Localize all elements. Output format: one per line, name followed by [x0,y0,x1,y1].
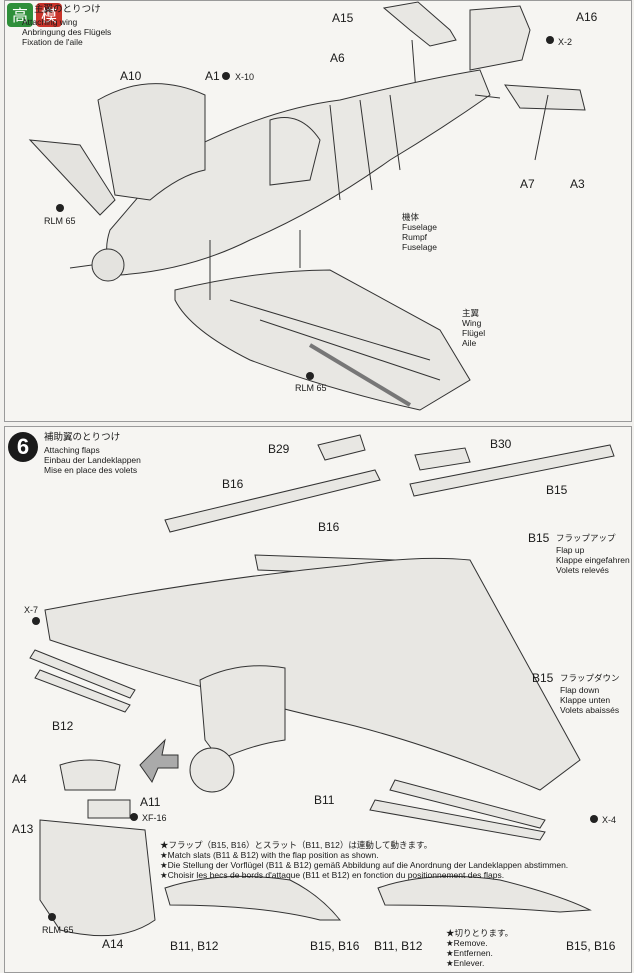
step6-title-fr: Mise en place des volets [44,465,138,475]
paint-dot-icon [56,204,64,212]
step6-title-en: Attaching flaps [44,445,100,455]
part-b16-mid: B16 [318,520,340,534]
fuselage-fr: Fuselage [402,242,437,252]
wing-jp: 主翼 [462,308,480,318]
part-a14: A14 [102,937,124,951]
part-b30: B30 [490,437,512,451]
part-a3: A3 [570,177,585,191]
cut-jp: ★切りとります。 [446,928,514,938]
part-a16: A16 [576,10,598,24]
watermark-logo: 高 模 [6,2,68,30]
cut-en: ★Remove. [446,938,488,948]
section-label-4: B15, B16 [566,939,616,953]
step5-title-de: Anbringung des Flügels [22,27,112,37]
note-line-jp: ★フラップ（B15, B16）とスラット（B11, B12）は連動して動きます。 [160,840,433,850]
paint-dot-icon [32,617,40,625]
part-a15: A15 [332,11,354,25]
part-a7: A7 [520,177,535,191]
part-b15-top: B15 [546,483,568,497]
part-b29: B29 [268,442,290,456]
paint-x10: X-10 [235,72,255,82]
paint-xf16: XF-16 [142,813,167,823]
part-a1: A1 [205,69,220,83]
part-b11: B11 [314,793,335,807]
part-b16-top: B16 [222,477,244,491]
wing-de: Flügel [462,328,486,338]
part-b12: B12 [52,719,74,733]
fuselage-de: Rumpf [402,232,428,242]
part-a11: A11 [140,795,161,809]
paint-dot-icon [306,372,314,380]
section-label-2: B15, B16 [310,939,360,953]
note-line-en: ★Match slats (B11 & B12) with the flap p… [160,850,379,860]
paint-x4: X-4 [602,815,617,825]
svg-text:模: 模 [41,6,57,25]
flap-down-part: B15 [532,671,554,685]
part-a13: A13 [12,822,34,836]
paint-dot-icon [590,815,598,823]
paint-dot-icon [130,813,138,821]
step5-diagram [28,1,586,411]
flap-down-fr: Volets abaissés [560,705,620,715]
flap-up-de: Klappe eingefahren [556,555,630,565]
part-a10: A10 [120,69,142,83]
step5-title-en: Attaching wing [22,17,78,27]
section-label-3: B11, B12 [374,939,423,953]
paint-dot-icon [48,913,56,921]
paint-rlm65-b: RLM 65 [295,383,327,393]
svg-text:高: 高 [12,6,28,25]
step6-title-jp: 補助翼のとりつけ [44,432,121,443]
paint-rlm65-c: RLM 65 [42,925,74,935]
paint-rlm65-a: RLM 65 [44,216,76,226]
paint-dot-icon [546,36,554,44]
step5-title-jp: 主翼のとりつけ [34,4,101,15]
flap-down-jp: フラップダウン [560,673,620,683]
step-number-badge: 6 [8,432,38,462]
step5-title-fr: Fixation de l'aile [22,37,83,47]
note-line-fr: ★Choisir les becs de bords d'attaque (B1… [160,870,505,880]
flap-up-fr: Volets relevés [556,565,609,575]
wing-fr: Aile [462,338,477,348]
part-a6: A6 [330,51,345,65]
fuselage-jp: 機体 [402,212,420,222]
cut-de: ★Entfernen. [446,948,493,958]
flap-down-de: Klappe unten [560,695,611,705]
flap-up-jp: フラップアップ [556,533,616,543]
wing-en: Wing [462,318,482,328]
fuselage-en: Fuselage [402,222,437,232]
flap-up-en: Flap up [556,545,585,555]
flap-down-en: Flap down [560,685,600,695]
paint-dot-icon [222,72,230,80]
cut-fr: ★Enlever. [446,958,485,968]
section-label-1: B11, B12 [170,939,219,953]
paint-x7: X-7 [24,605,39,615]
step6-title-de: Einbau der Landeklappen [44,455,141,465]
note-line-de: ★Die Stellung der Vorflügel (B11 & B12) … [160,860,569,870]
part-a4: A4 [12,772,27,786]
flap-up-part: B15 [528,531,550,545]
paint-x2: X-2 [558,37,573,47]
